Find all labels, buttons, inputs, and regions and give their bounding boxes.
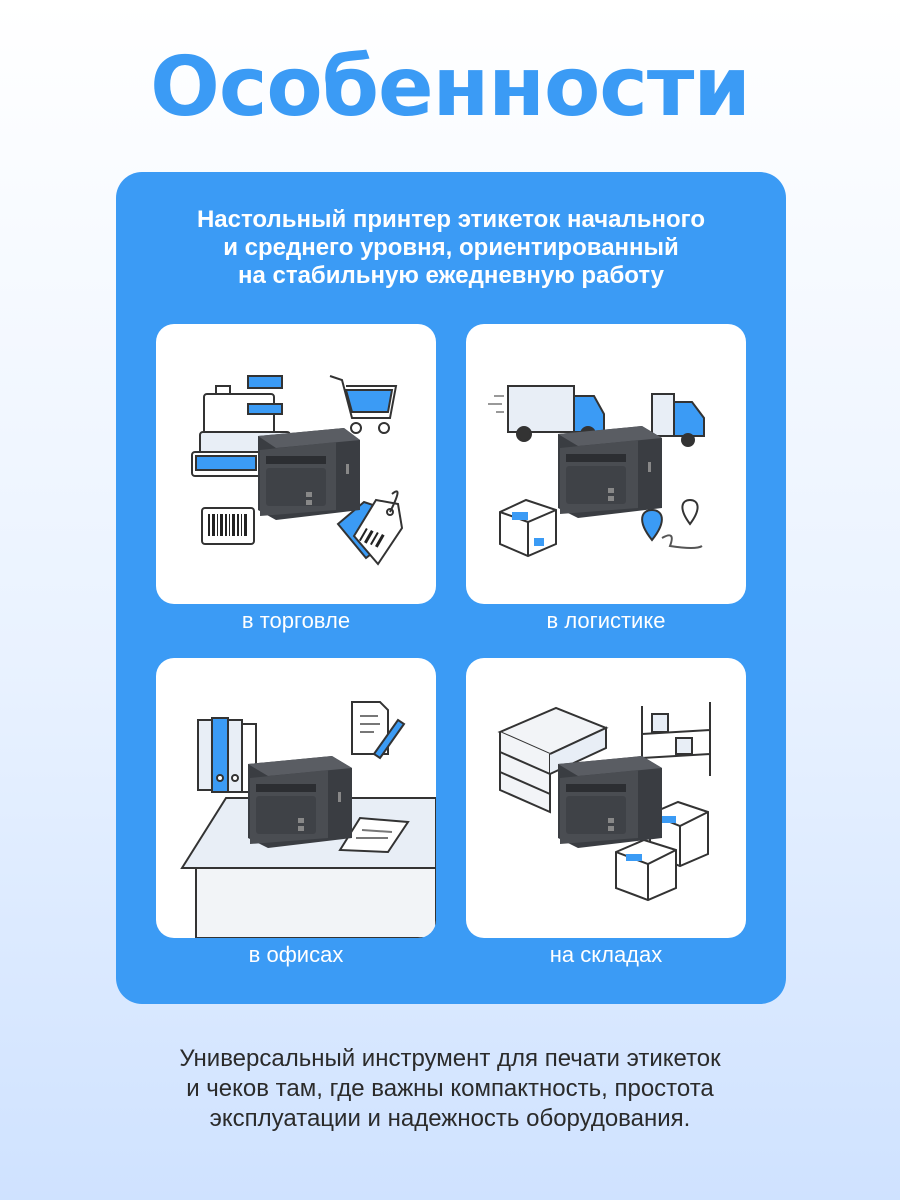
- logistics-illustration: [488, 385, 705, 558]
- card-retail: [156, 324, 436, 604]
- box-icon: [499, 498, 557, 558]
- card-warehouse: [466, 658, 746, 938]
- features-panel: Настольный принтер этикеток начального и…: [116, 172, 786, 1004]
- binders-icon: [197, 717, 257, 793]
- shopping-cart-icon: [329, 375, 398, 434]
- barcode-icon: [201, 507, 255, 545]
- footer-line: и чеков там, где важны компактность, про…: [186, 1075, 714, 1102]
- label-printer-icon: [558, 756, 662, 848]
- retail-illustration: [191, 375, 404, 566]
- truck-icon: [651, 393, 705, 447]
- panel-subtitle: Настольный принтер этикеток начального и…: [116, 206, 786, 290]
- subtitle-line: Настольный принтер этикеток начального: [196, 206, 706, 233]
- subtitle-line: и среднего уровня, ориентированный: [223, 234, 679, 261]
- document-pen-icon: [351, 701, 406, 760]
- label-printer-icon: [258, 428, 360, 520]
- card-caption-warehouse: на складах: [549, 942, 663, 967]
- label-printer-icon: [248, 756, 352, 848]
- warehouse-illustration: [497, 702, 711, 902]
- boxes-icon: [615, 800, 709, 902]
- footer-line: эксплуатации и надежность оборудования.: [209, 1105, 691, 1132]
- footer-text: Универсальный инструмент для печати этик…: [0, 1044, 900, 1134]
- card-caption-retail: в торговле: [241, 608, 351, 633]
- card-office: [156, 658, 436, 938]
- label-printer-icon: [558, 426, 662, 518]
- card-caption-logistics: в логистике: [546, 608, 666, 633]
- shelving-icon: [641, 702, 711, 778]
- price-tag-icon: [336, 490, 404, 566]
- card-logistics: [466, 324, 746, 604]
- footer-line: Универсальный инструмент для печати этик…: [179, 1045, 721, 1072]
- pallets-icon: [497, 706, 609, 814]
- subtitle-line: на стабильную ежедневную работу: [237, 262, 665, 289]
- page-title: Особенности: [150, 40, 751, 135]
- card-caption-office: в офисах: [248, 942, 344, 967]
- location-pin-icon: [641, 498, 703, 549]
- cash-register-icon: [191, 375, 303, 477]
- office-illustration: [180, 701, 436, 938]
